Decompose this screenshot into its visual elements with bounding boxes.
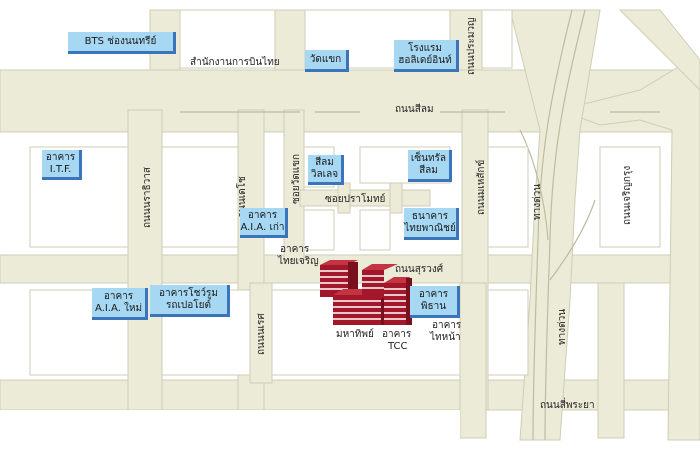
- aia-old-box: อาคาร A.I.A. เก่า: [240, 208, 288, 238]
- thai-charoen-building: [320, 260, 358, 297]
- silom-village-label-1: สีลม: [315, 156, 334, 168]
- street-labels: ถนนสีลม ถนนสุรวงศ์ ถนนสี่พระยา ซอยปราโมท…: [142, 17, 633, 411]
- label-pramuan-road: ถนนประมวญ: [466, 17, 477, 75]
- label-expressway-south: ทางด่วน: [557, 309, 568, 345]
- tcc-building: [362, 264, 412, 325]
- itf-building-box: อาคาร I.T.F.: [42, 150, 82, 180]
- city-blocks: [0, 9, 661, 450]
- central-silom-label-2: สีลม: [419, 164, 438, 176]
- aia-new-box: อาคาร A.I.A. ใหม่: [92, 288, 148, 320]
- holiday-inn-box: โรงแรม ฮอลิเดย์อินท์: [394, 40, 459, 72]
- label-mahathip: มหาทิพย์: [336, 328, 374, 340]
- aia-new-label-1: อาคาร: [103, 290, 134, 302]
- label-soi-wat-khaek: ซอยวัดแขก: [291, 154, 302, 204]
- label-thai-charoen-1: อาคาร: [280, 244, 310, 255]
- peugeot-showroom-label-1: อาคารโชว์รูม: [158, 287, 219, 299]
- label-naret-road: ถนนนเรศ: [256, 313, 267, 355]
- peugeot-showroom-label-2: รถเปอโยต์: [166, 299, 211, 311]
- bts-chong-nonsi-label: BTS ช่องนนทรีย์: [84, 35, 157, 47]
- label-si-phraya-road: ถนนสี่พระยา: [540, 397, 595, 411]
- place-labels: สำนักงานการบินไทย อาคาร ไทยเจริญ มหาทิพย…: [190, 56, 462, 352]
- aia-new-label-2: A.I.A. ใหม่: [94, 302, 143, 314]
- road-charoen-krung-top: [618, 9, 700, 91]
- thai-commerce-bank-label-2: ไทยพาณิชย์: [404, 222, 456, 234]
- road-ratchawong: [127, 109, 163, 411]
- label-mahesak-road: ถนนมเหสักข์: [475, 160, 487, 215]
- wat-khaek-label: วัดแขก: [309, 53, 342, 65]
- label-thai-charoen-2: ไทยเจริญ: [277, 255, 319, 267]
- road-south-right: [597, 282, 625, 439]
- silom-village-label-2: วิลเลจ: [310, 168, 339, 180]
- label-decho-road: ถนนเดโช: [235, 176, 248, 218]
- wat-khaek-box: วัดแขก: [305, 50, 349, 72]
- landmark-buildings: [320, 260, 412, 325]
- road-soi-pramote-branch-2: [337, 182, 351, 214]
- aia-old-label-2: A.I.A. เก่า: [240, 221, 285, 233]
- phiban-building-label-1: อาคาร: [418, 288, 449, 300]
- thai-commerce-bank-box: ธนาคาร ไทยพาณิชย์: [404, 208, 459, 240]
- road-network: [0, 9, 700, 441]
- phiban-building-box: อาคาร พิธาน: [410, 286, 460, 318]
- road-soi-pramote-branch: [389, 182, 403, 214]
- label-thai-na-1: อาคาร: [432, 320, 462, 331]
- road-charoen-krung-area: [558, 59, 700, 441]
- label-tcc-1: อาคาร: [382, 329, 412, 340]
- label-silom-road: ถนนสีลม: [395, 103, 434, 115]
- phiban-building-label-2: พิธาน: [420, 300, 447, 312]
- central-silom-box: เซ็นทรัล สีลม: [408, 150, 452, 182]
- itf-building-label-2: I.T.F.: [49, 163, 72, 175]
- label-thai-airways-office: สำนักงานการบินไทย: [190, 56, 280, 68]
- holiday-inn-label-2: ฮอลิเดย์อินท์: [398, 54, 452, 66]
- bts-chong-nonsi-box: BTS ช่องนนทรีย์: [68, 32, 176, 54]
- itf-building-label-1: อาคาร: [45, 151, 76, 163]
- aia-old-label-1: อาคาร: [247, 209, 278, 221]
- label-tcc-2: TCC: [387, 341, 408, 352]
- road-expressway: [509, 9, 601, 441]
- holiday-inn-label-1: โรงแรม: [407, 42, 443, 54]
- road-si-phraya: [0, 379, 700, 411]
- label-thai-na-2: ไทหน้า: [429, 331, 461, 343]
- label-surawong-road: ถนนสุรวงศ์: [395, 263, 444, 275]
- label-charoen-krung-road: ถนนเจริญกรุง: [622, 166, 633, 225]
- road-centerlines: [180, 9, 660, 441]
- silom-village-box: สีลม วิลเลจ: [308, 155, 344, 185]
- central-silom-label-1: เซ็นทรัล: [410, 152, 447, 164]
- peugeot-showroom-box: อาคารโชว์รูม รถเปอโยต์: [150, 285, 230, 317]
- label-expressway-north: ทางด่วน: [532, 184, 543, 220]
- thai-commerce-bank-label-1: ธนาคาร: [411, 210, 449, 222]
- label-ratchawong-road: ถนนนราธิวาส: [142, 167, 153, 228]
- label-soi-pramote: ซอยปราโมทย์: [325, 192, 385, 205]
- road-mahesak-south: [459, 282, 487, 439]
